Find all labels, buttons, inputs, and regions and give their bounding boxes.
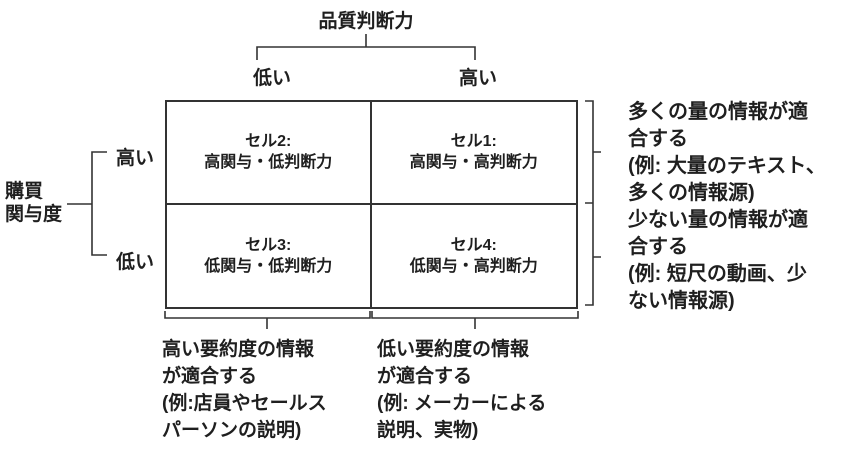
annotation-line: 多くの量の情報が適 xyxy=(628,101,808,123)
annotation-line: (例:店員やセールス xyxy=(162,393,327,414)
cell-1-title: セル1: xyxy=(450,133,497,151)
annotation-line: (例: 大量のテキスト、 xyxy=(628,155,826,177)
cell-3-title: セル3: xyxy=(245,236,292,254)
cell-3-description: 低関与・低判断力 xyxy=(204,257,333,275)
annotation-line: 説明、実物) xyxy=(377,420,479,441)
right-rows-bracket xyxy=(585,100,601,306)
annotation-line: パーソンの説明) xyxy=(162,420,302,441)
top-axis-title: 品質判断力 xyxy=(318,11,414,32)
cell-4-low-involvement-high-judgment: セル4: 低関与・高判断力 xyxy=(372,205,577,308)
annotation-line: 少ない量の情報が適 xyxy=(628,209,808,231)
annotation-line: 低い要約度の情報 xyxy=(377,339,530,360)
bottom-bracket-left-column xyxy=(164,311,371,329)
annotation-right-top: 多くの量の情報が適 合する (例: 大量のテキスト、 多くの情報源) xyxy=(628,99,826,207)
bottom-bracket-right-column xyxy=(371,311,579,329)
matrix-grid: セル2: 高関与・低判断力 セル1: 高関与・高判断力 セル3: 低関与・低判断… xyxy=(165,100,578,309)
annotation-line: が適合する xyxy=(162,366,258,387)
left-axis-title-line2: 関与度 xyxy=(5,204,63,225)
left-axis-bracket xyxy=(91,151,107,256)
annotation-line: 多くの情報源) xyxy=(628,182,755,204)
cell-1-description: 高関与・高判断力 xyxy=(409,154,538,172)
cell-3-low-involvement-low-judgment: セル3: 低関与・低判断力 xyxy=(167,204,372,307)
annotation-line: 高い要約度の情報 xyxy=(162,339,315,360)
annotation-line: が適合する xyxy=(377,366,473,387)
annotation-bottom-left: 高い要約度の情報 が適合する (例:店員やセールス パーソンの説明) xyxy=(162,336,327,444)
cell-2-description: 高関与・低判断力 xyxy=(204,154,333,172)
annotation-line: 合する xyxy=(628,236,688,258)
left-axis-title-line1: 購買 xyxy=(5,181,44,202)
cell-4-title: セル4: xyxy=(450,236,497,254)
annotation-right-bottom: 少ない量の情報が適 合する (例: 短尺の動画、少 ない情報源) xyxy=(628,207,808,315)
cell-2-high-involvement-low-judgment: セル2: 高関与・低判断力 xyxy=(167,102,372,205)
left-axis-title: 購買 関与度 xyxy=(5,180,62,226)
cell-4-description: 低関与・高判断力 xyxy=(409,257,538,275)
row-label-low: 低い xyxy=(115,252,154,273)
cell-1-high-involvement-high-judgment: セル1: 高関与・高判断力 xyxy=(371,102,576,205)
annotation-line: (例: メーカーによる xyxy=(377,393,547,414)
cell-2-title: セル2: xyxy=(245,133,292,151)
annotation-line: ない情報源) xyxy=(628,290,735,312)
top-axis-bracket xyxy=(256,34,476,60)
column-label-low: 低い xyxy=(252,68,292,89)
annotation-bottom-right: 低い要約度の情報 が適合する (例: メーカーによる 説明、実物) xyxy=(377,336,546,444)
annotation-line: (例: 短尺の動画、少 xyxy=(628,263,807,285)
annotation-line: 合する xyxy=(628,128,688,150)
column-label-high: 高い xyxy=(458,68,498,89)
row-label-high: 高い xyxy=(115,148,154,169)
